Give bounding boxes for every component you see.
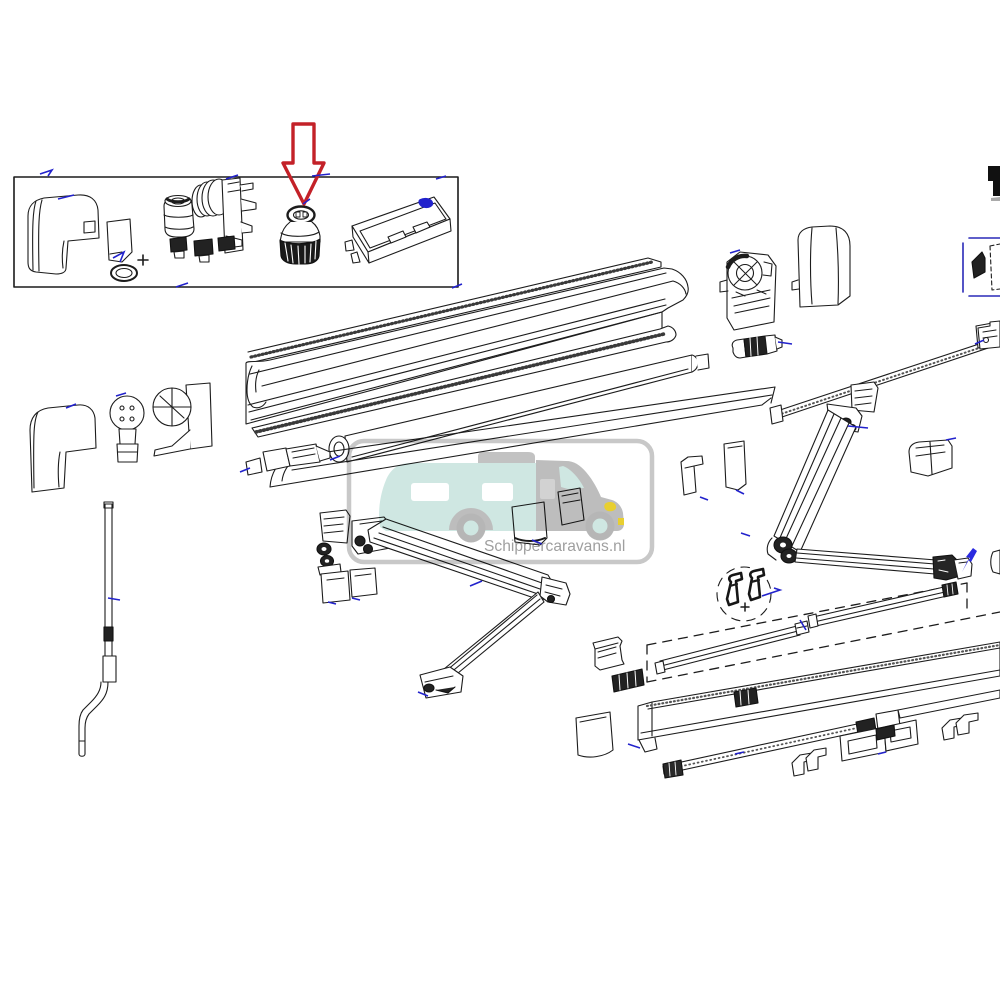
- svg-text:Schippercaravans.nl: Schippercaravans.nl: [484, 538, 625, 555]
